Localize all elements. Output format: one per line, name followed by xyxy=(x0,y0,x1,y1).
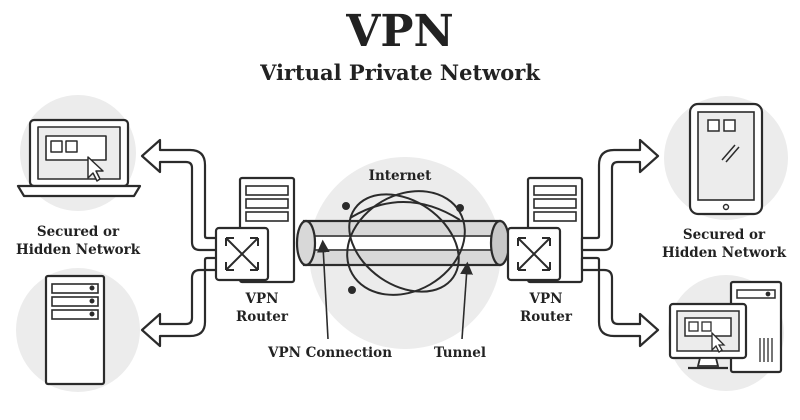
tablet-icon xyxy=(688,102,764,216)
left-network-label-line1: Secured or xyxy=(37,224,120,240)
router-icon-right xyxy=(506,226,562,282)
left-network-label-line2: Hidden Network xyxy=(16,242,141,258)
right-network-label-line2: Hidden Network xyxy=(662,245,787,261)
globe-orbit-icon xyxy=(342,190,466,296)
right-router-label-line2: Router xyxy=(520,309,573,325)
laptop-icon xyxy=(16,118,142,198)
right-router-label-line1: VPN xyxy=(529,291,563,307)
right-network-label-line1: Secured or xyxy=(683,227,766,243)
left-router-label-line2: Router xyxy=(236,309,289,325)
pointer-lines xyxy=(316,239,473,340)
tunnel-pipe-icon xyxy=(295,219,511,267)
page-title: VPN xyxy=(345,6,453,57)
internet-label: Internet xyxy=(369,168,432,184)
left-arrows xyxy=(140,138,224,348)
router-icon-left xyxy=(214,226,270,282)
left-router-label-line1: VPN xyxy=(245,291,279,307)
desktop-computer-icon xyxy=(668,280,783,374)
vpn-connection-label: VPN Connection xyxy=(267,345,392,361)
server-tower-icon xyxy=(44,274,106,386)
right-arrows xyxy=(580,138,660,348)
page-subtitle: Virtual Private Network xyxy=(259,60,540,85)
tunnel-label: Tunnel xyxy=(434,345,486,361)
